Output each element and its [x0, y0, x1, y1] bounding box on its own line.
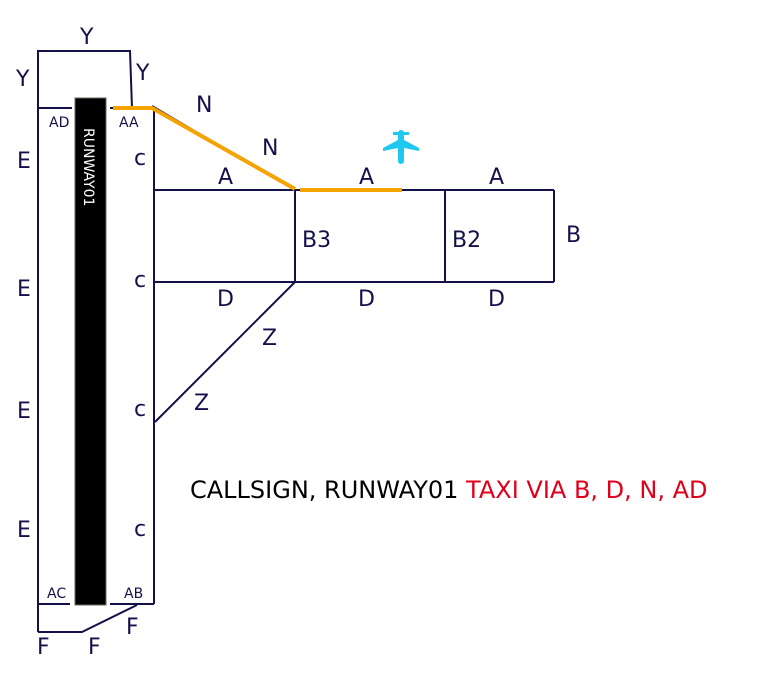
- label-c: c: [134, 517, 146, 542]
- label-d: D: [217, 287, 234, 312]
- label-e: E: [17, 277, 31, 302]
- taxiways: [37, 50, 555, 633]
- label-b3: B3: [302, 228, 331, 253]
- label-d: D: [488, 287, 505, 312]
- label-a: A: [359, 165, 374, 190]
- label-a: A: [489, 165, 504, 190]
- label-n: N: [262, 136, 278, 161]
- taxiway-z: [154, 281, 296, 423]
- label-f: F: [37, 635, 50, 660]
- taxiway-f: [38, 604, 138, 633]
- label-ad: AD: [49, 115, 69, 131]
- label-e: E: [17, 149, 31, 174]
- runway-label: RUNWAY01: [80, 128, 96, 206]
- label-ab: AB: [124, 586, 143, 602]
- label-b: B: [566, 223, 581, 248]
- label-c: c: [134, 268, 146, 293]
- airplane-icon: [383, 130, 419, 164]
- label-d: D: [358, 287, 375, 312]
- label-f: F: [126, 615, 139, 640]
- route-aa-n: [113, 106, 296, 191]
- label-y-right: Y: [135, 61, 150, 86]
- label-z: Z: [194, 391, 209, 416]
- taxi-route: [113, 106, 402, 192]
- label-n: N: [196, 93, 212, 118]
- clearance-text: TAXI VIA B, D, N, AD: [465, 476, 707, 504]
- label-c: c: [134, 397, 146, 422]
- labels: Y Y Y AD AA AC AB E E E E c c c c N N A …: [15, 25, 581, 660]
- label-e: E: [17, 518, 31, 543]
- label-y-left: Y: [15, 67, 30, 92]
- label-y-top: Y: [79, 25, 94, 50]
- label-b2: B2: [452, 228, 481, 253]
- label-f: F: [88, 635, 101, 660]
- label-aa: AA: [119, 115, 139, 131]
- taxi-instruction: CALLSIGN, RUNWAY01 TAXI VIA B, D, N, AD: [190, 476, 708, 504]
- label-a: A: [218, 165, 233, 190]
- label-c: c: [134, 146, 146, 171]
- label-e: E: [17, 399, 31, 424]
- label-ac: AC: [47, 586, 66, 602]
- callsign-text: CALLSIGN, RUNWAY01: [190, 476, 466, 504]
- taxiway-y: [37, 50, 133, 632]
- runway: [74, 97, 107, 606]
- label-z: Z: [262, 326, 277, 351]
